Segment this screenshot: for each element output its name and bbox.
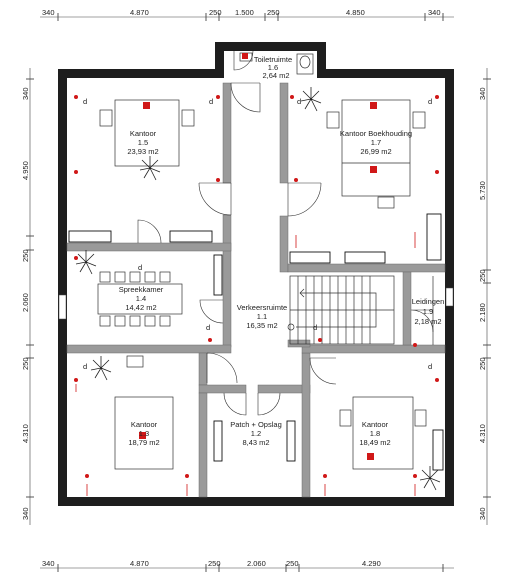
dim-right-1: 340 bbox=[478, 87, 487, 100]
room-kantoor-boekhouding: Kantoor Boekhouding 1.7 26,99 m2 bbox=[340, 129, 412, 156]
dim-bottom-5: 250 bbox=[286, 559, 299, 568]
room-number: 1.7 bbox=[371, 138, 381, 147]
dim-top-7: 340 bbox=[428, 8, 441, 17]
room-number: 1.9 bbox=[423, 307, 433, 316]
dim-top-3: 250 bbox=[209, 8, 222, 17]
dim-right-4: 2.180 bbox=[478, 303, 487, 322]
room-name: Kantoor bbox=[130, 129, 157, 138]
room-area: 2,18 m2 bbox=[414, 317, 441, 326]
marker-d: d bbox=[138, 263, 142, 272]
dim-top-2: 4.870 bbox=[130, 8, 149, 17]
room-number: 1.2 bbox=[251, 429, 261, 438]
dim-right-6: 4.310 bbox=[478, 424, 487, 443]
dim-left-2: 4.950 bbox=[21, 161, 30, 180]
room-area: 2,64 m2 bbox=[262, 71, 289, 80]
room-spreekkamer: Spreekkamer 1.4 14,42 m2 bbox=[119, 285, 164, 312]
room-name: Leidingen bbox=[412, 297, 445, 306]
dim-right-3: 250 bbox=[478, 269, 487, 282]
dim-bottom-3: 250 bbox=[208, 559, 221, 568]
marker-letters: d d d d d d d d d bbox=[83, 97, 432, 371]
marker-d: d bbox=[428, 362, 432, 371]
dimension-right: 340 5.730 250 2.180 250 4.310 340 bbox=[478, 68, 491, 525]
room-toiletruimte: Toiletruimte 1.6 2,64 m2 bbox=[254, 55, 292, 80]
room-area: 18,79 m2 bbox=[128, 438, 159, 447]
exterior-walls bbox=[58, 42, 454, 506]
dim-top-1: 340 bbox=[42, 8, 55, 17]
dim-top-5: 250 bbox=[267, 8, 280, 17]
dim-top-4: 1.500 bbox=[235, 8, 254, 17]
room-name: Toiletruimte bbox=[254, 55, 292, 64]
room-kantoor-1-5: Kantoor 1.5 23,93 m2 bbox=[127, 129, 158, 156]
dim-bottom-1: 340 bbox=[42, 559, 55, 568]
room-name: Patch + Opslag bbox=[230, 420, 282, 429]
room-area: 16,35 m2 bbox=[246, 321, 277, 330]
dim-left-6: 4.310 bbox=[21, 424, 30, 443]
room-name: Verkeersruimte bbox=[237, 303, 287, 312]
dim-left-1: 340 bbox=[21, 87, 30, 100]
doors bbox=[137, 50, 434, 416]
marker-d: d bbox=[209, 97, 213, 106]
room-labels: Toiletruimte 1.6 2,64 m2 Kantoor 1.5 23,… bbox=[119, 55, 445, 447]
marker-d: d bbox=[83, 362, 87, 371]
room-verkeersruimte: Verkeersruimte 1.1 16,35 m2 bbox=[237, 303, 287, 330]
plants bbox=[75, 87, 441, 491]
marker-d: d bbox=[428, 97, 432, 106]
marker-d: d bbox=[83, 97, 87, 106]
room-name: Kantoor bbox=[131, 420, 158, 429]
room-number: 1.8 bbox=[370, 429, 380, 438]
marker-d: d bbox=[313, 323, 317, 332]
room-number: 1.1 bbox=[257, 312, 267, 321]
dim-bottom-4: 2.060 bbox=[247, 559, 266, 568]
dim-left-7: 340 bbox=[21, 507, 30, 520]
dim-left-5: 250 bbox=[21, 357, 30, 370]
dim-right-7: 340 bbox=[478, 507, 487, 520]
room-area: 26,99 m2 bbox=[360, 147, 391, 156]
dim-right-5: 250 bbox=[478, 357, 487, 370]
room-number: 1.5 bbox=[138, 138, 148, 147]
room-number: 1.6 bbox=[268, 63, 278, 72]
dim-right-2: 5.730 bbox=[478, 181, 487, 200]
room-name: Spreekkamer bbox=[119, 285, 164, 294]
room-kantoor-1-8: Kantoor 1.8 18,49 m2 bbox=[359, 420, 390, 447]
room-area: 8,43 m2 bbox=[242, 438, 269, 447]
dim-left-3: 250 bbox=[21, 249, 30, 262]
dim-top-6: 4.850 bbox=[346, 8, 365, 17]
marker-d: d bbox=[206, 323, 210, 332]
room-name: Kantoor Boekhouding bbox=[340, 129, 412, 138]
electrical-symbols bbox=[74, 53, 439, 496]
room-name: Kantoor bbox=[362, 420, 389, 429]
room-number: 1.3 bbox=[139, 429, 149, 438]
dim-left-4: 2.060 bbox=[21, 293, 30, 312]
dimension-top: 340 4.870 250 1.500 250 4.850 340 bbox=[40, 8, 454, 21]
room-leidingen: Leidingen 1.9 2,18 m2 bbox=[412, 297, 445, 326]
room-kantoor-1-3: Kantoor 1.3 18,79 m2 bbox=[128, 420, 159, 447]
dimension-left: 340 4.950 250 2.060 250 4.310 340 bbox=[21, 68, 34, 525]
room-area: 14,42 m2 bbox=[125, 303, 156, 312]
furniture bbox=[97, 52, 434, 470]
dim-bottom-2: 4.870 bbox=[130, 559, 149, 568]
stairs bbox=[287, 275, 395, 345]
dimension-bottom: 340 4.870 250 2.060 250 4.290 bbox=[40, 559, 454, 572]
dim-bottom-6: 4.290 bbox=[362, 559, 381, 568]
room-number: 1.4 bbox=[136, 294, 146, 303]
room-patch-opslag: Patch + Opslag 1.2 8,43 m2 bbox=[230, 420, 282, 447]
marker-d: d bbox=[297, 97, 301, 106]
radiators bbox=[68, 213, 444, 471]
room-area: 23,93 m2 bbox=[127, 147, 158, 156]
room-area: 18,49 m2 bbox=[359, 438, 390, 447]
